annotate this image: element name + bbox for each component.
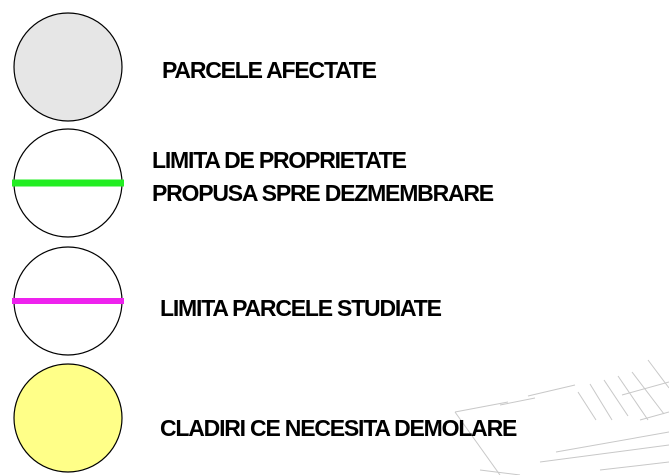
label-line: PARCELE AFECTATE [162,57,377,83]
parcele-afectate-symbol [13,12,123,122]
legend-label-parcele-afectate: PARCELE AFECTATE [162,54,377,87]
label-line: CLADIRI CE NECESITA DEMOLARE [160,415,517,441]
legend-label-limita-parcele: LIMITA PARCELE STUDIATE [160,292,442,325]
legend-label-cladiri-demolare: CLADIRI CE NECESITA DEMOLARE [160,412,517,445]
label-line: LIMITA PARCELE STUDIATE [160,295,442,321]
legend-label-limita-proprietate: LIMITA DE PROPRIETATE PROPUSA SPRE DEZME… [152,144,494,210]
background-sketch [454,359,669,475]
label-line: PROPUSA SPRE DEZMEMBRARE [152,180,494,206]
label-line: LIMITA DE PROPRIETATE [152,147,407,173]
cladiri-demolare-symbol [13,363,123,473]
